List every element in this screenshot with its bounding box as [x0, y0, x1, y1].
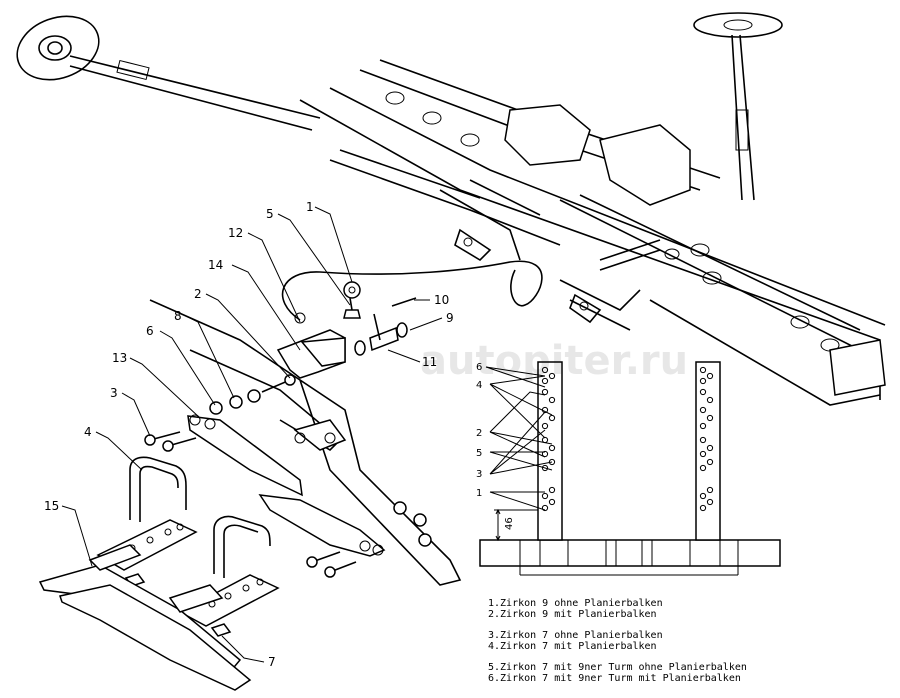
machine-frame: [16, 12, 886, 406]
callout-6: 6: [146, 324, 154, 338]
variant-legend: 1.Zirkon 9 ohne Planierbalken 2.Zirkon 9…: [488, 598, 747, 684]
callout-5: 5: [266, 207, 274, 221]
legend-item: 4.Zirkon 7 mit Planierbalken: [488, 641, 657, 652]
callout-14: 14: [208, 258, 223, 272]
side-label-5: 5: [476, 448, 482, 459]
side-view-labels: 6 4 2 5 3 1 46: [476, 362, 515, 530]
side-label-6: 6: [476, 362, 482, 373]
callout-1: 1: [306, 200, 314, 214]
side-view-detail: [479, 361, 781, 576]
callout-7: 7: [268, 655, 276, 669]
callout-labels: 1 5 12 14 2 10 9 11 8 6 13 3 4 15 7: [44, 200, 454, 669]
dimension-label: 46: [504, 517, 515, 530]
side-label-3: 3: [476, 469, 482, 480]
legend-item: 3.Zirkon 7 ohne Planierbalken: [488, 630, 663, 641]
side-label-4: 4: [476, 380, 482, 391]
legend-item: 1.Zirkon 9 ohne Planierbalken: [488, 598, 663, 609]
callout-2: 2: [194, 287, 202, 301]
callout-12: 12: [228, 226, 243, 240]
callout-leaders: [61, 206, 443, 663]
callout-13: 13: [112, 351, 127, 365]
side-label-1: 1: [476, 488, 482, 499]
callout-9: 9: [446, 311, 454, 325]
watermark: autopiter.ru: [420, 338, 688, 384]
callout-10: 10: [434, 293, 449, 307]
callout-11: 11: [422, 355, 437, 369]
side-label-2: 2: [476, 428, 482, 439]
exploded-parts: [38, 260, 543, 691]
callout-4: 4: [84, 425, 92, 439]
legend-item: 6.Zirkon 7 mit 9ner Turm mit Planierbalk…: [488, 673, 741, 684]
right-post-holes: [699, 366, 714, 512]
legend-item: 2.Zirkon 9 mit Planierbalken: [488, 609, 657, 620]
callout-3: 3: [110, 386, 118, 400]
callout-8: 8: [174, 309, 182, 323]
legend-item: 5.Zirkon 7 mit 9ner Turm ohne Planierbal…: [488, 662, 747, 673]
callout-15: 15: [44, 499, 59, 513]
